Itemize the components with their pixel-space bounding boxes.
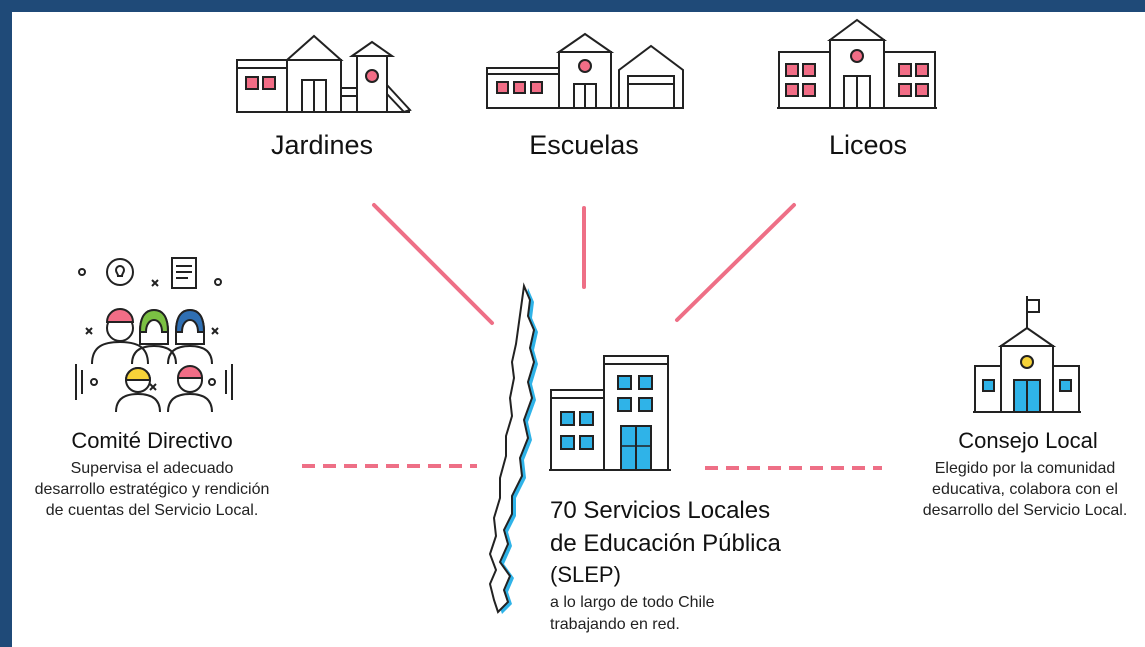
consejo-desc-line: Elegido por la comunidad xyxy=(934,460,1116,477)
label-jardines: Jardines xyxy=(270,130,374,160)
slep-building-icon xyxy=(549,355,671,471)
consejo-desc-line: desarrollo del Servicio Local. xyxy=(922,502,1128,519)
comite-desc-line: de cuentas del Servicio Local. xyxy=(45,502,259,519)
comite-title: Comité Directivo xyxy=(71,428,233,453)
slep-title-line: de Educación Pública xyxy=(550,530,781,557)
consejo-desc-line: educativa, colabora con el xyxy=(932,481,1118,498)
council-building-icon xyxy=(973,296,1081,413)
diagram-canvas: Jardines Escuelas Liceos xyxy=(12,12,1145,647)
connector-jardines xyxy=(372,203,494,325)
slep-subtitle: (SLEP) xyxy=(550,562,621,587)
kindergarten-icon xyxy=(236,34,412,114)
comite-desc-line: desarrollo estratégico y rendición xyxy=(34,481,270,498)
slep-desc-line: a lo largo de todo Chile xyxy=(550,594,715,611)
comite-desc-line: Supervisa el adecuado xyxy=(70,460,234,477)
slep-text: 70 Servicios Locales de Educación Públic… xyxy=(550,494,850,636)
chile-map-icon xyxy=(488,282,538,614)
committee-people-icon xyxy=(75,257,233,413)
slep-title-line: 70 Servicios Locales xyxy=(550,497,771,524)
consejo-description: Elegido por la comunidad educativa, cola… xyxy=(905,458,1145,521)
connector-liceos xyxy=(675,203,796,322)
label-liceos: Liceos xyxy=(828,130,908,160)
comite-description: Supervisa el adecuado desarrollo estraté… xyxy=(12,458,302,521)
slep-desc-line: trabajando en red. xyxy=(550,616,680,633)
school-icon xyxy=(486,32,684,109)
label-escuelas: Escuelas xyxy=(529,130,639,160)
consejo-title: Consejo Local xyxy=(958,428,1098,453)
connectors xyxy=(302,203,882,470)
high-school-icon xyxy=(777,18,937,109)
